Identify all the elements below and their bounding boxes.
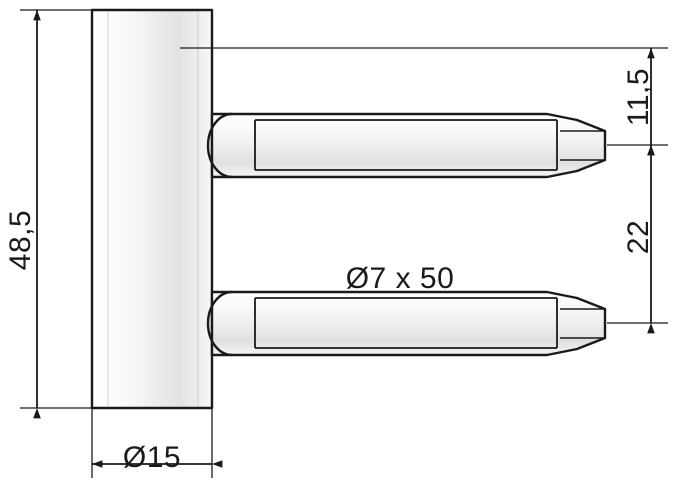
pin-lower: [206, 290, 607, 357]
dimension-label-pin-spacing: 22: [622, 220, 655, 254]
hinge-plate-body: [90, 8, 214, 410]
dimension-label-pin-offset-top: 11,5: [622, 68, 655, 126]
dimension-label-plate-width: Ø15: [123, 441, 181, 474]
pin-upper: [206, 112, 607, 179]
dimension-label-height: 48,5: [4, 210, 37, 270]
extension-lines: [20, 9, 668, 478]
dimension-lines: [33, 9, 655, 468]
dimension-label-pin-spec: Ø7 x 50: [346, 262, 455, 295]
